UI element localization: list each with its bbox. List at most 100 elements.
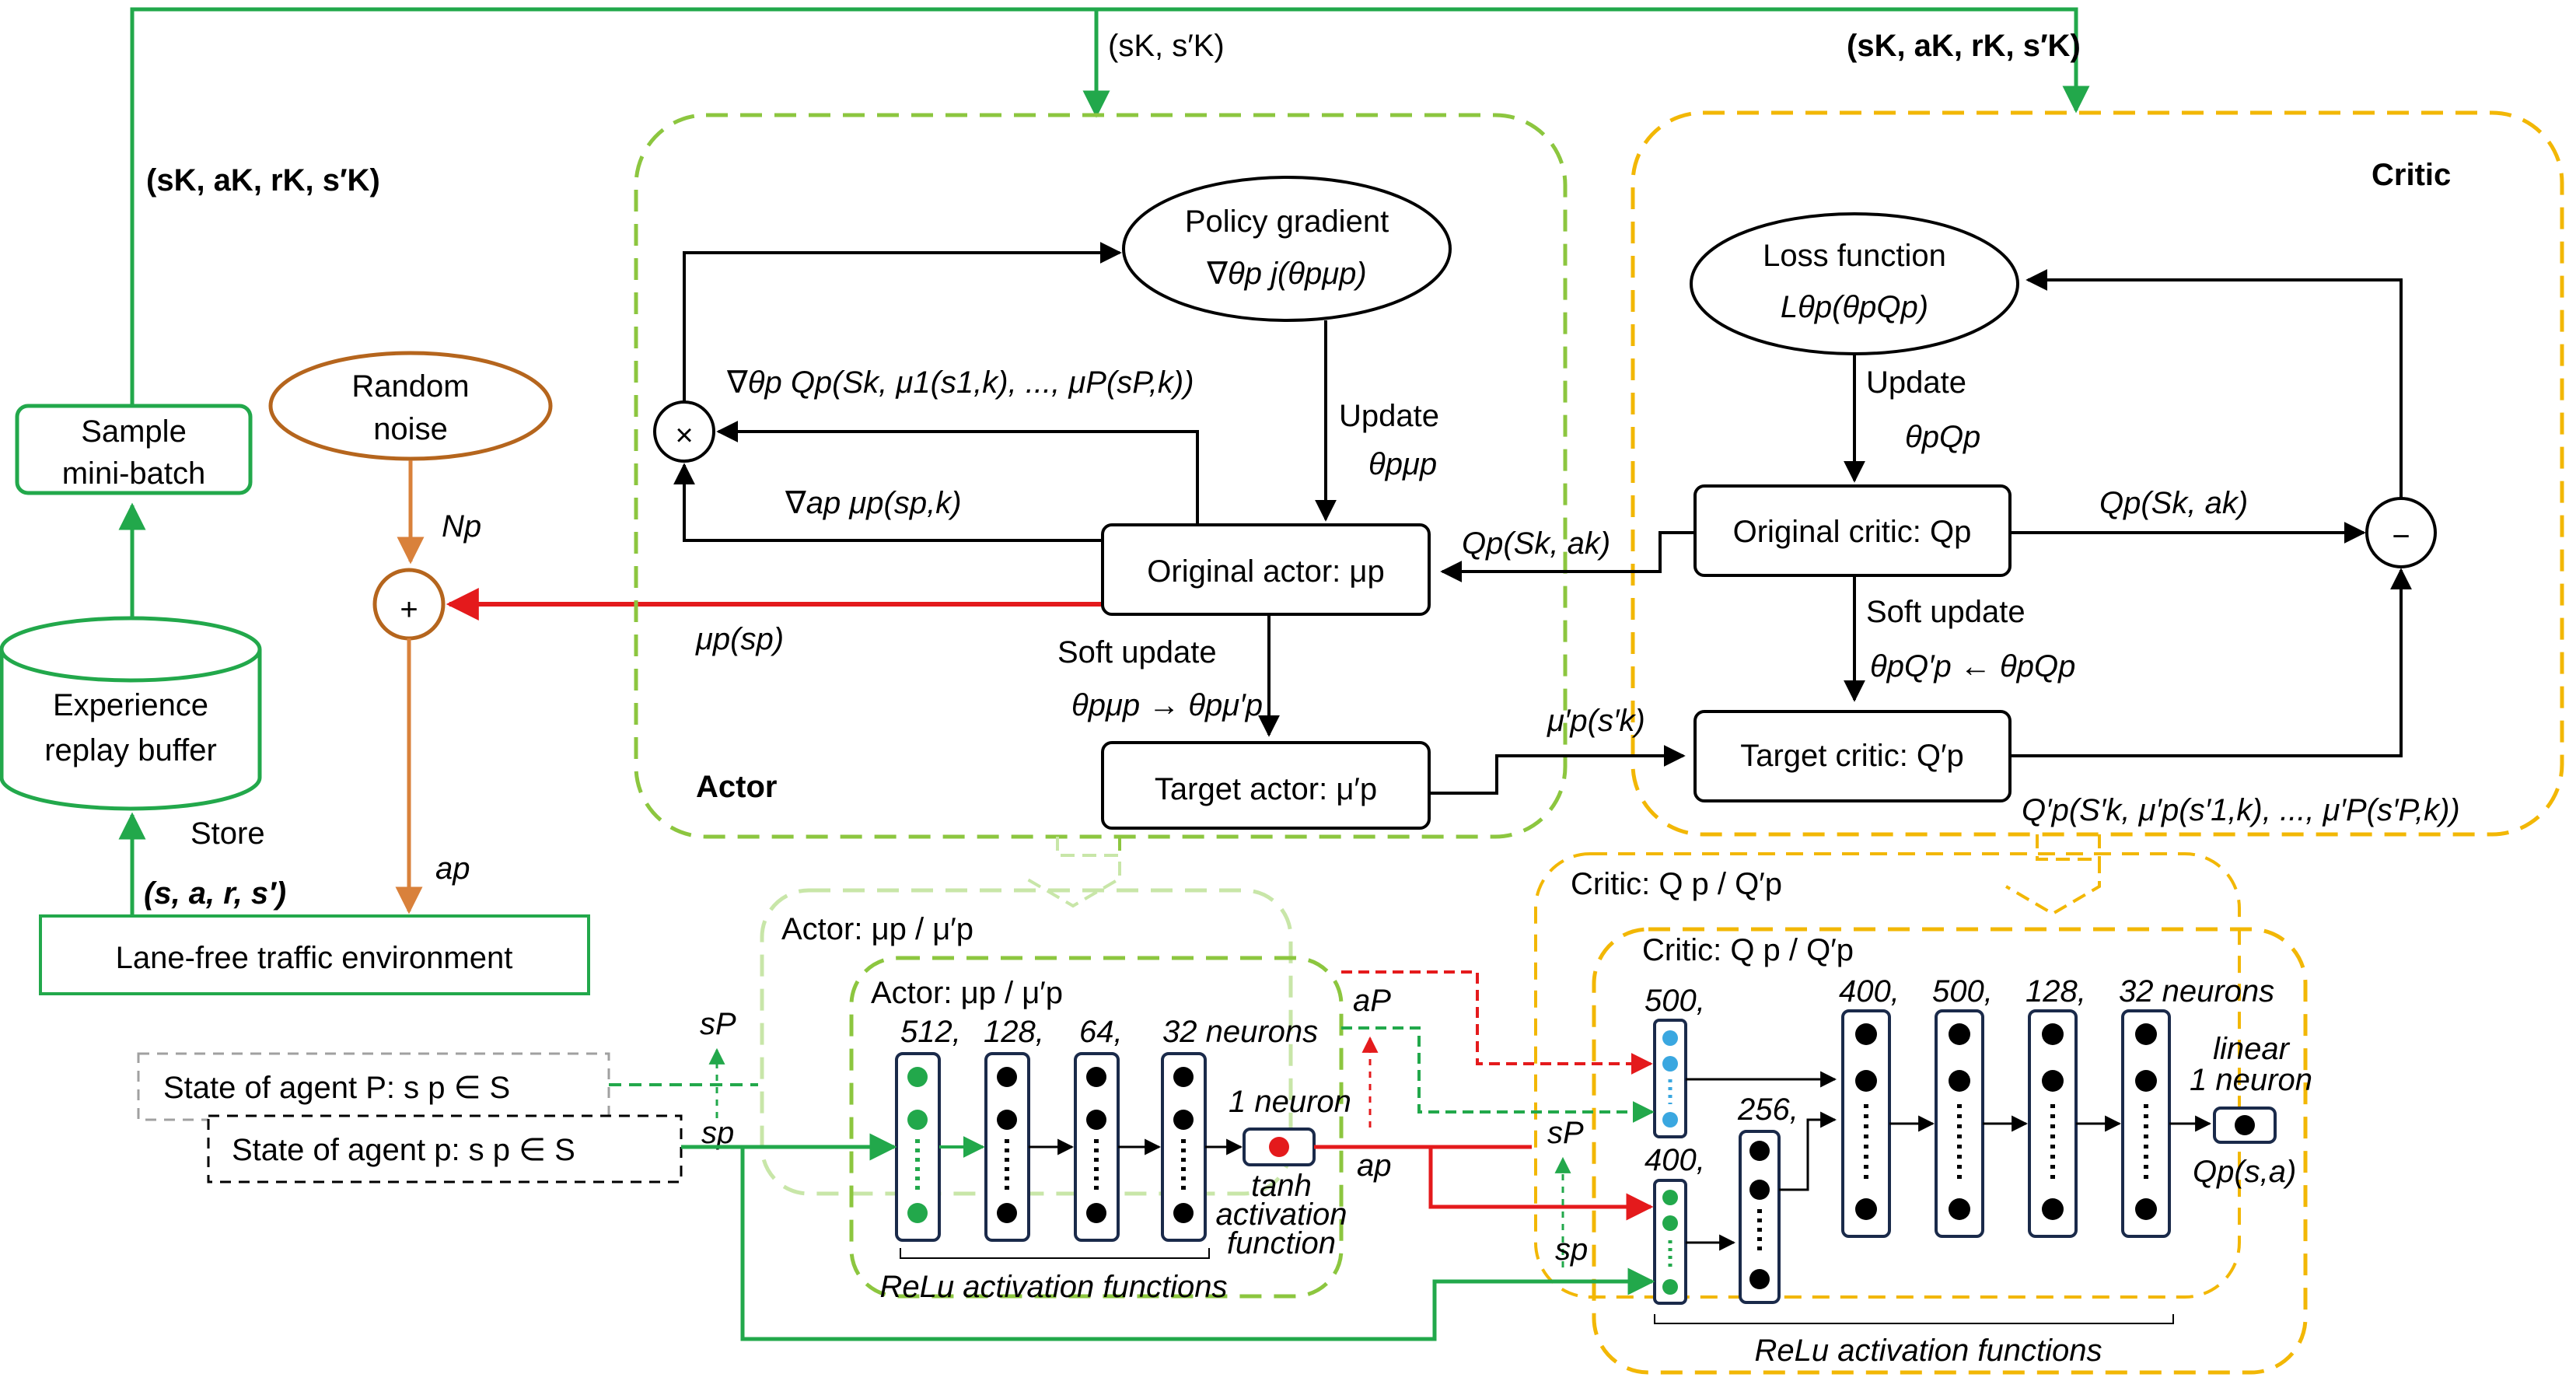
original-actor-box [1101, 523, 1431, 616]
critic-net-front-title: Critic: Q p / Q′p [1642, 933, 1854, 967]
critic-net-front-frame [1592, 927, 2308, 1375]
tanh-line1: tanh [1251, 1169, 1312, 1203]
critic-layer-3 [2028, 1009, 2078, 1238]
policy-gradient-label: Policy gradient [1185, 205, 1389, 239]
action-var: ap [435, 851, 470, 886]
critic-block: Critic Loss function Lθp(θpQp) Update θp… [1429, 110, 2564, 837]
environment-box [39, 914, 590, 995]
critic-state-layer [1653, 1179, 1687, 1305]
sample-line1: Sample [81, 414, 187, 449]
linear-line1: linear [2213, 1032, 2291, 1066]
actor-layer-label-2: 128, [984, 1015, 1044, 1049]
actor-net-front-title: Actor: μp / μ′p [871, 976, 1063, 1010]
critic-soft-update-formula: θpQ′p ← θpQp [1870, 649, 2075, 684]
grad-mu-formula: ∇ap μp(sp,k) [785, 486, 962, 520]
actor-net-back-title: Actor: μp / μ′p [781, 912, 973, 946]
sample-minibatch-box [15, 404, 253, 495]
noise-var: Np [442, 509, 481, 544]
left-loop-label: (sK, aK, rK, s′K) [146, 163, 380, 198]
actor-network: Actor: μp / μ′p Actor: μp / μ′p 512, 128… [760, 837, 1351, 1304]
grad-q-formula: ∇θp Qp(Sk, μ1(s1,k), ..., μP(sP,k)) [726, 365, 1194, 400]
critic-layer-label-1: 400, [1839, 974, 1900, 1009]
critic-state-layer-label-2: 256, [1737, 1093, 1798, 1127]
tanh-line3: function [1227, 1226, 1336, 1260]
actor-relu-label: ReLu activation functions [880, 1270, 1228, 1304]
critic-network: Critic: Q p / Q′p Critic: Q p / Q′p 500,… [1534, 834, 2312, 1375]
noise-line2: noise [373, 412, 448, 446]
actor-title: Actor [696, 770, 777, 804]
critic-action-layer [1653, 1019, 1687, 1138]
state-agent-p-box [207, 1114, 683, 1183]
top-feedback-lines: (sK, s′K) (sK, aK, rK, s′K) (sK, aK, rK,… [130, 7, 2090, 404]
experience-buffer-cylinder [0, 616, 262, 811]
actor-block: Actor Policy gradient ∇θp j(θpμp) × ∇θp … [634, 113, 1568, 839]
critic-layer-label-2: 500, [1932, 974, 1993, 1009]
top-label-to-actor: (sK, s′K) [1108, 29, 1225, 63]
policy-gradient-ellipse [1122, 176, 1452, 322]
sp-label-right: sp [1555, 1232, 1588, 1267]
critic-layer-label-3: 128, [2025, 974, 2086, 1009]
sP-label-right: sP [1547, 1116, 1584, 1150]
mu-target-label: μ′p(s′k) [1547, 704, 1645, 738]
critic-q-output: Qp(s,a) [2193, 1155, 2296, 1189]
original-actor-label: Original actor: μp [1147, 554, 1384, 589]
actor-layer-4 [1161, 1052, 1207, 1242]
random-noise-ellipse [268, 351, 553, 461]
left-components: Sample mini-batch Experience replay buff… [0, 351, 1103, 995]
buffer-line1: Experience [53, 688, 208, 722]
actor-update-label: Update [1339, 399, 1439, 433]
critic-dashed-frame [1631, 110, 2564, 837]
minus-circle [2365, 497, 2437, 568]
q-in-label: Qp(Sk, ak) [1462, 526, 1610, 561]
critic-layer-2 [1935, 1009, 1984, 1238]
target-actor-box [1101, 741, 1431, 830]
sum-symbol: + [400, 593, 418, 627]
original-critic-box [1693, 484, 2012, 577]
actor-layer-2 [984, 1052, 1030, 1242]
critic-action-layer-label: 500, [1645, 984, 1705, 1018]
policy-gradient-formula: ∇θp j(θpμp) [1206, 257, 1366, 291]
multiply-symbol: × [675, 418, 693, 453]
critic-net-back-frame [1534, 852, 2241, 1299]
noise-line1: Random [351, 369, 469, 404]
environment-label: Lane-free traffic environment [116, 941, 513, 975]
state-agent-P-label: State of agent P: s p ∈ S [163, 1071, 510, 1105]
q-out-label: Qp(Sk, ak) [2099, 486, 2248, 520]
critic-relu-label: ReLu activation functions [1755, 1334, 2102, 1368]
critic-layer-label-4: 32 neurons [2119, 974, 2274, 1009]
critic-layer-1 [1841, 1009, 1891, 1238]
actor-layer-label-3: 64, [1079, 1015, 1123, 1049]
tanh-line2: activation [1216, 1197, 1347, 1232]
store-tuple: (s, a, r, s′) [144, 876, 286, 911]
linear-line2: 1 neuron [2190, 1063, 2312, 1097]
actor-soft-update-formula: θpμp → θpμ′p [1071, 688, 1263, 722]
critic-title: Critic [2372, 158, 2451, 192]
actor-soft-update-label: Soft update [1057, 635, 1217, 670]
critic-soft-update-label: Soft update [1866, 595, 2025, 629]
critic-state-layer-2 [1739, 1130, 1781, 1304]
ap-label-red: ap [1357, 1149, 1392, 1183]
target-critic-label: Target critic: Q′p [1740, 739, 1964, 773]
state-inputs: State of agent P: s p ∈ S State of agent… [137, 970, 1655, 1341]
loss-label: Loss function [1763, 239, 1946, 273]
critic-layer-4 [2121, 1009, 2171, 1238]
minus-symbol: − [2392, 519, 2410, 554]
top-label-to-critic: (sK, aK, rK, s′K) [1847, 29, 2081, 63]
loss-formula: Lθp(θpQp) [1781, 290, 1928, 324]
critic-net-back-title: Critic: Q p / Q′p [1571, 867, 1782, 901]
target-actor-label: Target actor: μ′p [1155, 772, 1377, 806]
actor-out-label: 1 neuron [1229, 1085, 1351, 1119]
q-target-label: Q′p(S′k, μ′p(s′1,k), ..., μ′P(s′P,k)) [2022, 793, 2460, 827]
original-critic-label: Original critic: Qp [1733, 515, 1972, 549]
critic-output-neuron [2235, 1115, 2255, 1135]
sP-label-left: sP [700, 1007, 736, 1041]
aP-label-red: aP [1353, 984, 1391, 1018]
loss-function-ellipse [1690, 212, 2019, 355]
sample-line2: mini-batch [62, 456, 206, 491]
actor-output-neuron [1269, 1137, 1289, 1157]
state-agent-p-label: State of agent p: s p ∈ S [232, 1133, 575, 1167]
actor-dashed-frame [634, 113, 1568, 839]
actor-layer-label-4: 32 neurons [1162, 1015, 1318, 1049]
buffer-line2: replay buffer [44, 733, 217, 767]
store-label: Store [190, 816, 265, 851]
